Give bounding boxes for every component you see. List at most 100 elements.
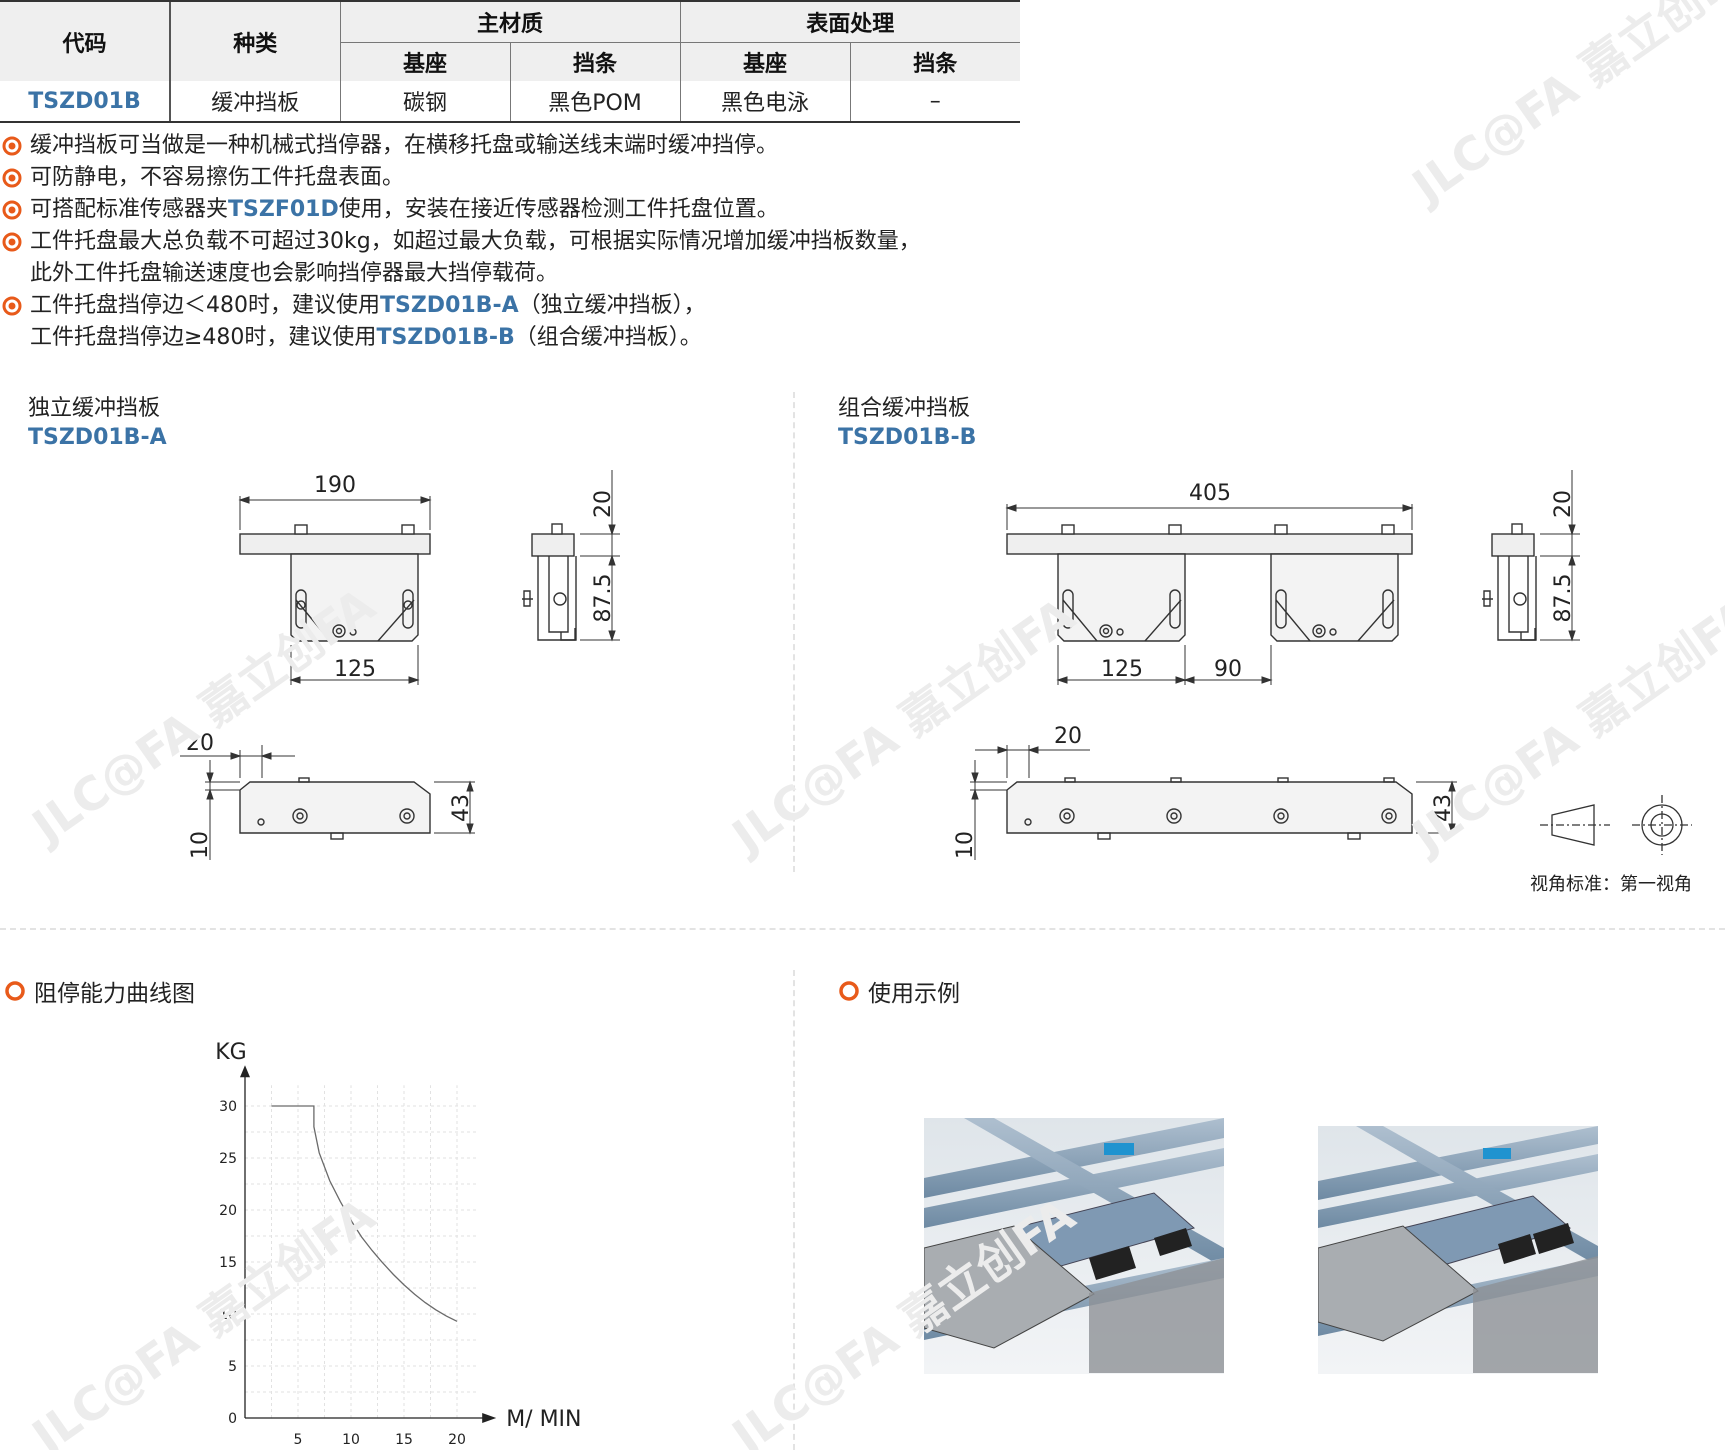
x-axis-arrow xyxy=(482,1413,497,1423)
drawing-a-top-plate xyxy=(239,533,431,555)
list-item: 工件托盘挡停边＜480时，建议使用TSZD01B-A（独立缓冲挡板）， 工件托盘… xyxy=(0,290,1000,354)
y-tick-label: 25 xyxy=(219,1151,237,1167)
x-tick-label: 20 xyxy=(448,1432,466,1448)
drawing-b-side-view xyxy=(1491,533,1535,557)
feature-text: 工件托盘最大总负载不可超过30kg，如超过最大负载，可根据实际情况增加缓冲挡板数… xyxy=(30,229,921,254)
y-tick-label: 15 xyxy=(219,1255,237,1271)
drawing-a-caption: 独立缓冲挡板 TSZD01B-A xyxy=(28,394,167,452)
feature-text: 使用，安装在接近传感器检测工件托盘位置。 xyxy=(338,197,779,222)
drawing-b: 405 125 90 20 87.5 20 10 43 xyxy=(953,470,1580,860)
cell-surface-base: 黑色电泳 xyxy=(679,81,850,123)
feature-text: 可搭配标准传感器夹 xyxy=(30,197,229,222)
vertical-divider xyxy=(793,392,795,872)
cell-surface-bar: – xyxy=(849,81,1020,123)
bullet-icon xyxy=(2,136,22,156)
drawing-a-bolt xyxy=(294,524,308,535)
chart-series-line xyxy=(271,1105,458,1322)
drawing-b-top-plate xyxy=(1006,533,1413,555)
dim-gap-b: 90 xyxy=(1214,657,1242,682)
y-tick-label: 10 xyxy=(219,1307,237,1323)
drawing-a-body xyxy=(290,553,419,642)
view-standard-note: 视角标准：第一视角 xyxy=(1530,874,1692,895)
usage-section-header: 使用示例 xyxy=(838,974,960,1008)
dim-base-b: 125 xyxy=(1101,657,1143,682)
list-item: 工件托盘最大总负载不可超过30kg，如超过最大负载，可根据实际情况增加缓冲挡板数… xyxy=(0,226,1000,290)
usage-photo-combined xyxy=(1318,1126,1598,1374)
drawing-b-code: TSZD01B-B xyxy=(838,425,977,450)
variant-a-code-link[interactable]: TSZD01B-A xyxy=(380,293,519,318)
drawing-a-title: 独立缓冲挡板 xyxy=(28,396,161,421)
chart-axes xyxy=(240,1065,497,1423)
feature-list: 缓冲挡板可当做是一种机械式挡停器，在横移托盘或输送线末端时缓冲挡停。 可防静电，… xyxy=(0,130,1000,354)
bullet-icon xyxy=(2,200,22,220)
dim-offset-b: 20 xyxy=(1054,724,1082,749)
col-type-header: 种类 xyxy=(169,0,340,81)
variant-b-code-link[interactable]: TSZD01B-B xyxy=(376,325,515,350)
dim-body-h-b: 87.5 xyxy=(1551,574,1576,623)
watermark: JLC@FA 嘉立创FA xyxy=(1402,0,1725,214)
dim-top-h-b: 20 xyxy=(1551,490,1576,518)
section-ring-icon xyxy=(839,981,859,1001)
col-surface-base-header: 基座 xyxy=(679,42,850,81)
vertical-divider xyxy=(793,970,795,1450)
bullet-icon xyxy=(2,168,22,188)
first-angle-projection-icon xyxy=(1540,795,1692,855)
col-surface-bar-header: 挡条 xyxy=(849,42,1020,81)
drawing-a-side-view xyxy=(531,533,575,557)
col-surface-header: 表面处理 xyxy=(679,0,1020,43)
cell-material-base: 碳钢 xyxy=(339,81,510,123)
x-tick-label: 15 xyxy=(395,1432,413,1448)
y-tick-label: 20 xyxy=(219,1203,237,1219)
table-row: TSZD01B 缓冲挡板 碳钢 黑色POM 黑色电泳 – xyxy=(0,81,1020,123)
cell-material-bar: 黑色POM xyxy=(509,81,680,123)
feature-text: 缓冲挡板可当做是一种机械式挡停器，在横移托盘或输送线末端时缓冲挡停。 xyxy=(30,133,779,158)
usage-section-title: 使用示例 xyxy=(868,981,960,1007)
y-axis-arrow xyxy=(240,1065,250,1078)
cell-type: 缓冲挡板 xyxy=(169,81,340,123)
chart-y-axis-label: KG xyxy=(215,1040,246,1065)
drawing-a-bottom-view xyxy=(239,781,431,834)
feature-text: 工件托盘挡停边＜480时，建议使用 xyxy=(30,293,380,318)
usage-photo-standalone xyxy=(924,1118,1224,1374)
dim-body-h-a: 87.5 xyxy=(591,574,616,623)
feature-text: 工件托盘挡停边≥480时，建议使用 xyxy=(30,325,377,350)
feature-text: 此外工件托盘输送速度也会影响挡停器最大挡停载荷。 xyxy=(30,261,559,286)
feature-text: （组合缓冲挡板）。 xyxy=(514,325,702,350)
col-material-bar-header: 挡条 xyxy=(509,42,680,81)
chart-grid xyxy=(245,1085,479,1418)
horizontal-divider xyxy=(0,928,1725,930)
dim-top-h-a: 20 xyxy=(591,490,616,518)
drawing-b-bottom-view xyxy=(1006,781,1413,834)
dim-width-b: 405 xyxy=(1189,481,1231,506)
dim-thick-b: 10 xyxy=(953,831,978,859)
y-tick-label: 5 xyxy=(228,1359,237,1375)
dim-width-a: 190 xyxy=(314,473,356,498)
bullet-icon xyxy=(2,232,22,252)
dim-height-a: 43 xyxy=(449,794,474,822)
drawing-b-title: 组合缓冲挡板 xyxy=(838,396,971,421)
y-tick-label: 30 xyxy=(219,1099,237,1115)
cell-code: TSZD01B xyxy=(0,81,170,123)
drawing-b-caption: 组合缓冲挡板 TSZD01B-B xyxy=(838,394,976,452)
feature-text: 可防静电，不容易擦伤工件托盘表面。 xyxy=(30,165,405,190)
drawing-a: 190 125 20 87.5 20 10 43 xyxy=(180,470,620,860)
col-main-material-header: 主材质 xyxy=(339,0,680,43)
chart-section-title: 阻停能力曲线图 xyxy=(34,981,195,1007)
drawing-a-code: TSZD01B-A xyxy=(28,425,167,450)
x-tick-label: 5 xyxy=(294,1432,303,1448)
x-tick-label: 10 xyxy=(342,1432,360,1448)
section-ring-icon xyxy=(5,981,25,1001)
sensor-clip-code-link[interactable]: TSZF01D xyxy=(228,197,339,222)
spec-table: 代码 种类 主材质 表面处理 基座 挡条 基座 挡条 TSZD01B 缓冲挡板 … xyxy=(0,0,1020,123)
dim-base-a: 125 xyxy=(334,657,376,682)
bullet-icon xyxy=(2,296,22,316)
dim-thick-a: 10 xyxy=(188,831,213,859)
chart-section-header: 阻停能力曲线图 xyxy=(4,974,195,1008)
drawing-b-body xyxy=(1057,553,1186,642)
col-material-base-header: 基座 xyxy=(339,42,510,81)
list-item: 可搭配标准传感器夹TSZF01D使用，安装在接近传感器检测工件托盘位置。 xyxy=(0,194,1000,226)
drawing-a-bolt xyxy=(401,524,415,535)
dim-height-b: 43 xyxy=(1431,794,1456,822)
